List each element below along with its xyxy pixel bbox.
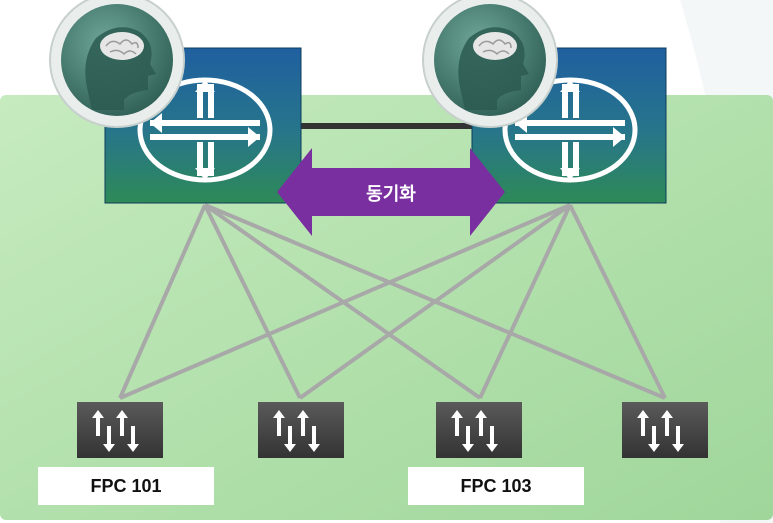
sync-arrow: [277, 148, 505, 236]
line-card-1: [77, 402, 163, 458]
link-lines: [118, 203, 667, 400]
up-down-arrows-icon: [637, 410, 684, 452]
line-card-4: [622, 402, 708, 458]
line-card-3: [436, 402, 522, 458]
line-card-2: [258, 402, 344, 458]
router-arrows-icon: [502, 77, 638, 183]
fpc-label-101: FPC 101: [38, 467, 214, 505]
brain-head-icon-right: [422, 0, 558, 128]
up-down-arrows-icon: [92, 410, 139, 452]
routing-engine-left: [104, 47, 302, 204]
up-down-arrows-icon: [451, 410, 498, 452]
up-down-arrows-icon: [273, 410, 320, 452]
router-arrows-icon: [137, 77, 273, 183]
sync-label: 동기화: [366, 184, 416, 205]
brain-head-icon-left: [49, 0, 185, 128]
fpc-label-103: FPC 103: [408, 467, 584, 505]
